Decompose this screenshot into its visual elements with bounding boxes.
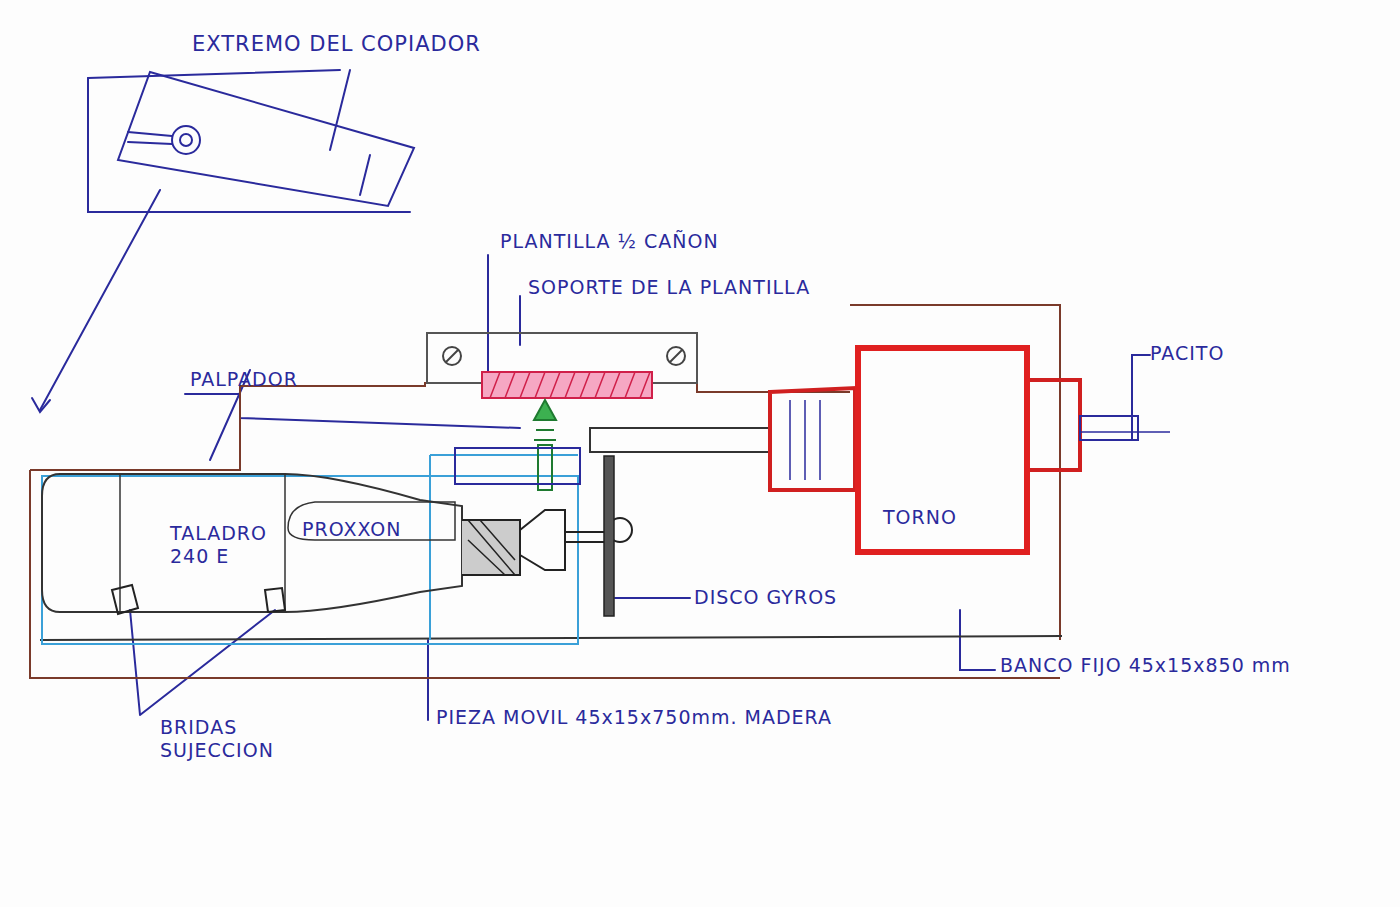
callout-label: PIEZA MOVIL 45x15x750mm. MADERA [436,706,832,729]
callout-label: DISCO GYROS [694,586,837,609]
callout-label: PACITO [1150,342,1224,365]
node-text: TALADRO 240 E [170,522,280,568]
callout-label: BANCO FIJO 45x15x850 mm [1000,654,1291,677]
drill-body: TALADRO 240 E PROXXON [130,480,460,605]
node-text: PROXXON [302,518,452,541]
callout-label: SOPORTE DE LA PLANTILLA [528,276,810,299]
lathe-box: TORNO [855,345,1030,555]
node-text: EXTREMO DEL COPIADOR [192,32,572,57]
callout-label: BRIDAS SUJECCION [160,716,310,762]
node-text: TORNO [883,506,1013,529]
detail-heading: EXTREMO DEL COPIADOR [192,28,572,68]
callout-label: PLANTILLA ½ CAÑON [500,230,719,253]
callout-label: PALPADOR [190,368,298,391]
